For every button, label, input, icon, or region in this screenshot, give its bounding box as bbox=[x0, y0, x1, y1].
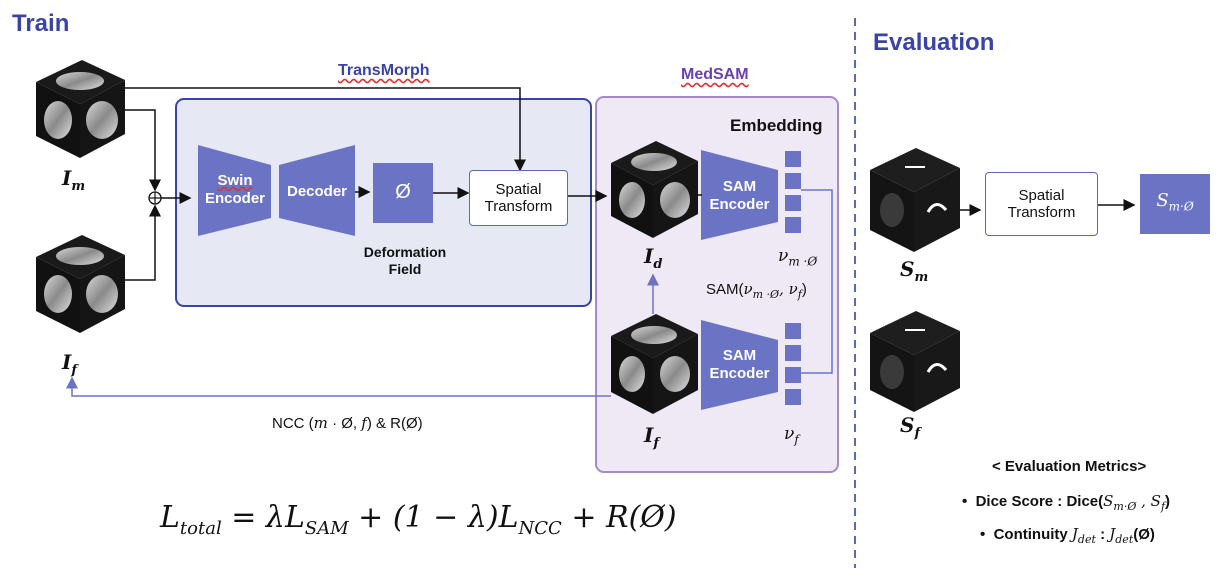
transmorph-label: TransMorph bbox=[338, 62, 430, 79]
I_m-label: Im bbox=[62, 166, 86, 194]
brain-cube-I_d bbox=[611, 141, 698, 238]
train-title: Train bbox=[12, 10, 70, 37]
total-loss-formula: Ltotal = λLSAM + (1 − λ)LNCC + R(Ø) bbox=[160, 500, 677, 539]
S_f-label: Sf bbox=[900, 413, 921, 441]
continuity-metric: • Continuity Jdet : Jdet(Ø) bbox=[980, 525, 1155, 546]
deformation-field-label: Deformation Field bbox=[350, 244, 460, 278]
dice-metric: • Dice Score : Dice(Sm·Ø , Sf) bbox=[962, 492, 1171, 513]
sam-encoder-shape-top bbox=[701, 150, 778, 240]
I_f-medsam-label: If bbox=[644, 423, 659, 451]
v_mphi-label: νm ·Ø bbox=[778, 246, 818, 269]
sam-encoder-label-top: SAM Encoder bbox=[701, 178, 778, 214]
sam-encoder-bottom-line2: Encoder bbox=[709, 365, 770, 382]
s-mphi-label: Sm·Ø bbox=[1156, 190, 1194, 214]
medsam-label: MedSAM bbox=[681, 66, 749, 83]
deformation-field-line1: Deformation bbox=[363, 244, 447, 260]
swin-encoder-label-line2: Encoder bbox=[204, 190, 265, 207]
brain-cube-I_m bbox=[36, 60, 125, 158]
sam-encoder-shape-bottom bbox=[701, 320, 778, 410]
spatial-transform-line1: Spatial bbox=[495, 180, 542, 198]
sam-similarity-connector bbox=[801, 189, 833, 374]
v_f-label: νf bbox=[784, 424, 799, 447]
swin-encoder-shape bbox=[198, 145, 271, 236]
swin-encoder-label: Swin Encoder bbox=[198, 172, 272, 208]
sam-loss-label: SAM(νm ·Ø, νf) bbox=[706, 280, 807, 301]
I_f-label: If bbox=[62, 350, 77, 378]
metrics-title: < Evaluation Metrics> bbox=[992, 458, 1147, 475]
seg-cube-S_m bbox=[870, 148, 960, 252]
I_d-label: Id bbox=[644, 244, 663, 272]
brain-cube-I_f bbox=[36, 235, 125, 333]
S_m-label: Sm bbox=[900, 257, 929, 285]
decoder-label: Decoder bbox=[286, 183, 348, 200]
spatial-transform-line2: Transform bbox=[484, 198, 553, 215]
eval-spatial-transform-line1: Spatial bbox=[1018, 186, 1065, 204]
embedding-stack-top bbox=[785, 151, 801, 233]
eval-spatial-transform-box: Spatial Transform bbox=[985, 172, 1098, 236]
s-mphi-box bbox=[1140, 174, 1210, 234]
sam-encoder-top-line1: SAM bbox=[722, 178, 757, 195]
decoder-shape bbox=[279, 145, 355, 236]
phi-block bbox=[373, 163, 433, 223]
seg-cube-S_f bbox=[870, 311, 960, 412]
sam-encoder-top-line2: Encoder bbox=[709, 196, 770, 213]
sam-encoder-label-bottom: SAM Encoder bbox=[701, 347, 778, 383]
embedding-label: Embedding bbox=[730, 116, 823, 135]
ncc-loss-label: NCC (m · Ø, f) & R(Ø) bbox=[272, 414, 423, 432]
evaluation-title: Evaluation bbox=[873, 29, 995, 56]
spatial-transform-box: Spatial Transform bbox=[469, 170, 568, 226]
brain-cube-I_f-medsam bbox=[611, 314, 698, 414]
swin-encoder-label-line1: Swin bbox=[217, 172, 253, 189]
sam-encoder-bottom-line1: SAM bbox=[722, 347, 757, 364]
phi-label: Ø bbox=[395, 181, 411, 203]
eval-spatial-transform-line2: Transform bbox=[1007, 204, 1076, 221]
deformation-field-line2: Field bbox=[388, 260, 422, 277]
embedding-stack-bottom bbox=[785, 323, 801, 405]
